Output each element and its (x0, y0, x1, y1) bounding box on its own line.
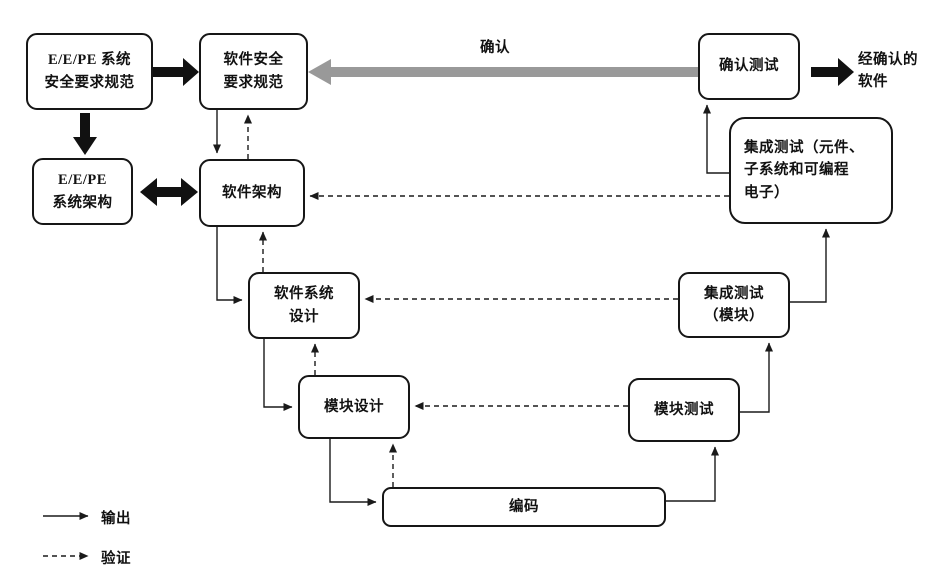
validation-arrow-caption: 确认 (480, 40, 510, 56)
legend-verification-label: 验证 (101, 551, 131, 567)
arrow-eepearch-swarch-bidirectional (140, 178, 198, 206)
edge-integrationpe-to-validationtesting (703, 104, 729, 174)
edge-integrationmodule-to-integrationpe (790, 228, 830, 303)
node-coding: 编码 (382, 487, 666, 527)
edge-coding-to-moduletesting (666, 446, 719, 502)
edge-swsysdesign-to-moduledesign (263, 339, 293, 411)
node-software-system-design: 软件系统 设计 (248, 272, 360, 339)
validation-arrow (308, 59, 698, 85)
node-integration-testing-pe: 集成测试（元件、 子系统和可编程 电子） (729, 117, 893, 224)
node-software-safety-requirements: 软件安全 要求规范 (199, 33, 308, 110)
legend-output-label: 输出 (101, 511, 131, 527)
node-integration-testing-module: 集成测试 （模块） (678, 272, 790, 338)
edge-moduletesting-to-integrationmodule (740, 342, 773, 413)
node-module-testing: 模块测试 (628, 378, 740, 442)
edge-moduledesign-to-coding (329, 439, 377, 506)
edge-swarch-to-swsysdesign (216, 227, 243, 304)
arrow-validationtesting-to-validatedsoftware (811, 58, 854, 86)
arrow-eepesrs-to-swsrs (153, 58, 199, 86)
node-eepe-system-architecture: E/E/PE 系统架构 (32, 158, 133, 225)
node-module-design: 模块设计 (298, 375, 410, 439)
node-eepe-system-safety-requirements: E/E/PE 系统 安全要求规范 (26, 33, 153, 110)
validated-software-label: 经确认的 软件 (858, 52, 918, 90)
arrow-eepesrs-to-eepearch (73, 113, 97, 155)
node-validation-testing: 确认测试 (698, 33, 800, 100)
node-software-architecture: 软件架构 (199, 159, 305, 227)
